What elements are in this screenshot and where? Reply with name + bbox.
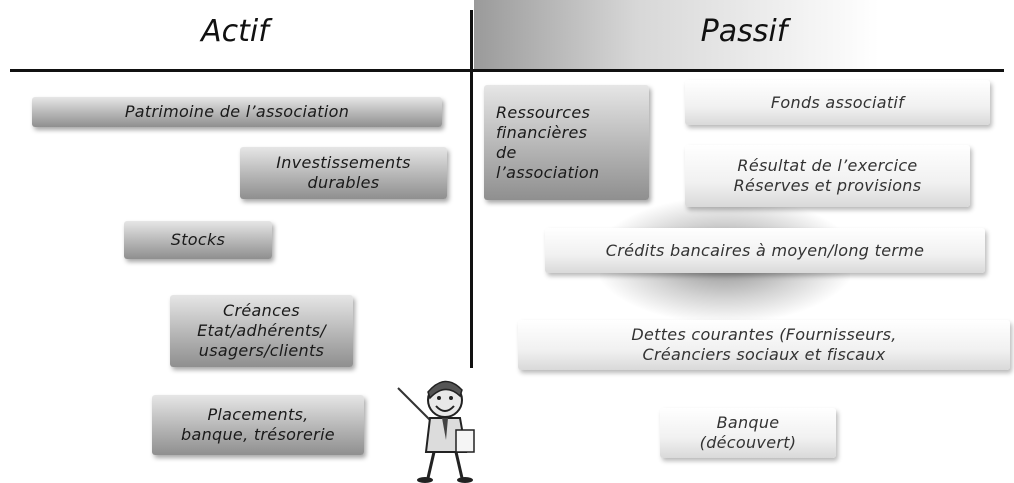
horizontal-divider	[10, 69, 1004, 72]
box-patrimoine: Patrimoine de l’association	[32, 97, 442, 127]
box-ressources: Ressources financières de l’association	[484, 85, 649, 200]
box-placements: Placements, banque, trésorerie	[152, 395, 364, 455]
box-investissements: Investissements durables	[240, 147, 447, 199]
box-stocks: Stocks	[124, 221, 272, 259]
box-creances: Créances Etat/adhérents/ usagers/clients	[170, 295, 353, 367]
box-credits: Crédits bancaires à moyen/long terme	[545, 228, 985, 273]
box-fonds-associatif: Fonds associatif	[685, 80, 990, 125]
actif-header: Actif	[0, 0, 470, 70]
vertical-divider	[470, 10, 473, 368]
passif-header: Passif	[474, 0, 1014, 70]
box-banque: Banque (découvert)	[660, 408, 836, 458]
box-dettes: Dettes courantes (Fournisseurs, Créancie…	[518, 320, 1010, 370]
presenter-figure	[397, 380, 475, 483]
box-resultat: Résultat de l’exercice Réserves et provi…	[685, 145, 970, 207]
